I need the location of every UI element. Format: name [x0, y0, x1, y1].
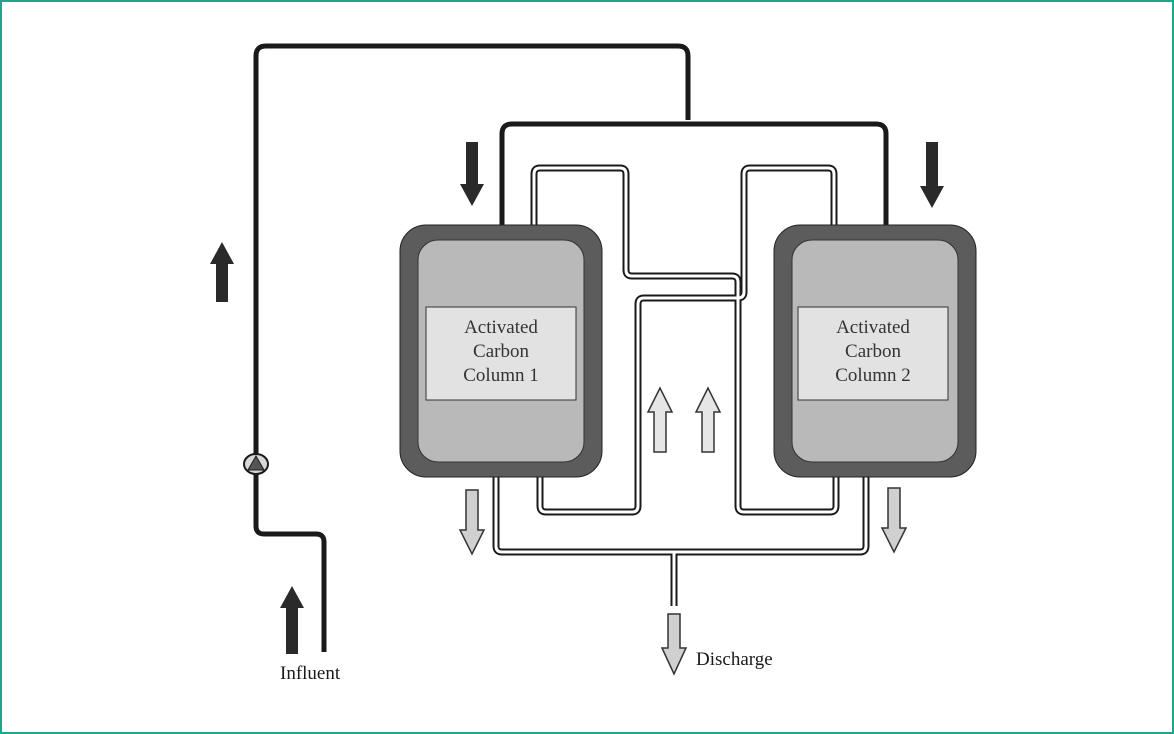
- feed-manifold-pipe: [499, 121, 889, 230]
- column-2-label-line-1: Activated: [836, 317, 910, 338]
- arrow-down-light-discharge: [660, 613, 688, 676]
- column-1-label-line-1: Activated: [464, 317, 538, 338]
- arrow-up-light-left: [646, 386, 674, 453]
- influent-label: Influent: [280, 663, 341, 684]
- arrow-down-light-column-2: [880, 487, 908, 554]
- discharge-label: Discharge: [696, 649, 773, 670]
- arrow-down-dark-column-2: [920, 142, 944, 208]
- column-2-label-line-3: Column 2: [835, 365, 911, 386]
- column-2-label-line-2: Carbon: [845, 341, 901, 362]
- arrow-up-light-right: [694, 386, 722, 453]
- pump-icon: [243, 453, 269, 475]
- column-1-label-line-2: Carbon: [473, 341, 529, 362]
- influent-pipe: [253, 43, 691, 652]
- arrow-up-dark-influent: [280, 586, 304, 654]
- crossover-pipes: [492, 164, 870, 606]
- column-1-label: Activated Carbon Column 1: [426, 316, 576, 388]
- column-1-label-line-3: Column 1: [463, 365, 539, 386]
- carbon-column-1: [399, 224, 603, 478]
- column-2-label: Activated Carbon Column 2: [798, 316, 948, 388]
- carbon-column-2: [773, 224, 977, 478]
- arrow-down-light-column-1: [458, 489, 486, 556]
- arrow-down-dark-column-1: [460, 142, 484, 206]
- arrow-up-dark-left: [210, 242, 234, 302]
